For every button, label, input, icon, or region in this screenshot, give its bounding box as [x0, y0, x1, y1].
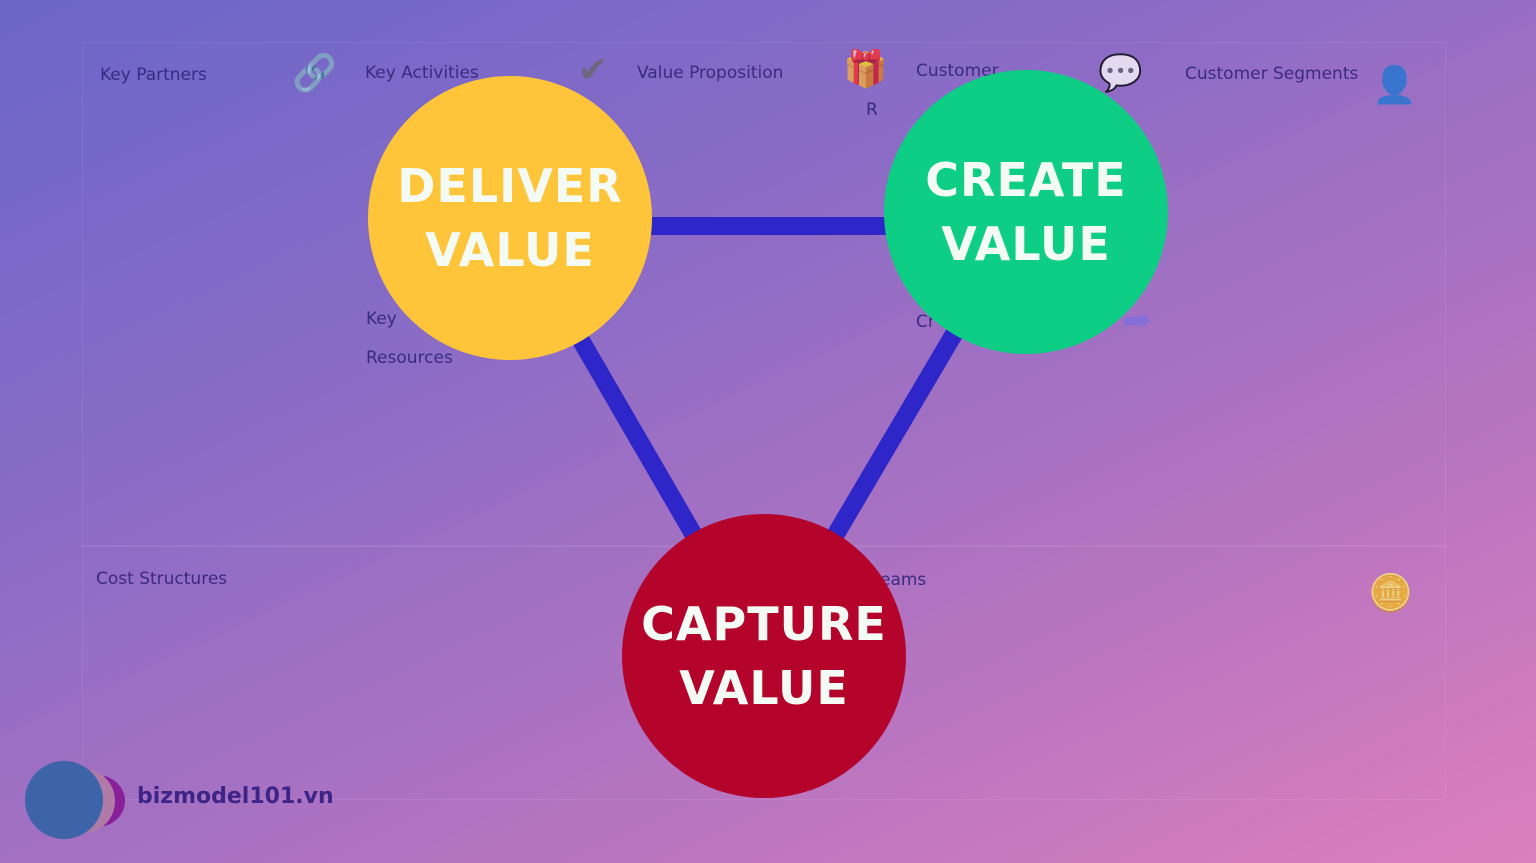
revenue-streams-label: eams — [880, 570, 927, 590]
gift-icon: 🎁 — [843, 49, 888, 90]
cost-structures-label: Cost Structures — [96, 569, 228, 589]
create-line2: VALUE — [941, 217, 1111, 271]
checkmark-icon: ✔ — [578, 50, 609, 91]
key-activities-label: Key Activities — [365, 63, 479, 83]
brand-logo — [25, 761, 125, 839]
capture-line1: CAPTURE — [641, 597, 887, 651]
canvas-outline — [82, 42, 1446, 800]
value-proposition-label: Value Proposition — [637, 63, 784, 83]
deliver-line1: DELIVER — [397, 159, 623, 213]
user-icon: 👤 — [1372, 65, 1417, 106]
capture-line2: VALUE — [679, 661, 849, 715]
key-partners-label: Key Partners — [100, 65, 207, 85]
customer-segments-label: Customer Segments — [1185, 64, 1359, 84]
deliver-line2: VALUE — [425, 223, 595, 277]
coins-icon: 🪙 — [1368, 573, 1413, 614]
key-resources-label: Key — [366, 309, 397, 329]
create-value-circle: CREATE VALUE — [884, 70, 1168, 354]
deliver-value-circle: DELIVER VALUE — [368, 76, 652, 360]
capture-value-circle: CAPTURE VALUE — [622, 514, 906, 798]
link-icon: 🔗 — [292, 53, 337, 94]
chat-icon: 💬 — [1098, 53, 1143, 94]
brand-name[interactable]: bizmodel101.vn — [137, 784, 334, 809]
create-line1: CREATE — [925, 153, 1127, 207]
customer-relationships-label-2: R — [866, 100, 878, 120]
customer-relationships-label: Customer — [916, 61, 999, 81]
key-resources-label-2: Resources — [366, 348, 453, 368]
